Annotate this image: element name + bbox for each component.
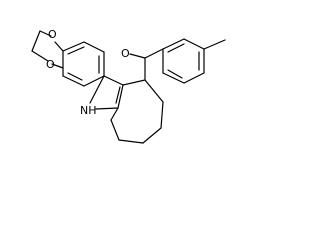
ketone-oxygen-label: O bbox=[121, 47, 130, 60]
oxygen-bottom-label: O bbox=[46, 58, 55, 71]
tolyl-ring bbox=[162, 38, 226, 84]
molecule-diagram: O O O NH bbox=[31, 28, 226, 144]
oxygen-top-label: O bbox=[48, 28, 57, 41]
structure-drawing: O O O NH bbox=[31, 28, 226, 144]
carbonyl-group bbox=[129, 48, 164, 81]
pyrrole-ring bbox=[89, 75, 124, 110]
benzo-ring bbox=[62, 41, 105, 87]
amine-label: NH bbox=[80, 104, 97, 117]
cycloheptane-ring bbox=[110, 79, 164, 144]
methylenedioxy-ring bbox=[31, 30, 64, 69]
